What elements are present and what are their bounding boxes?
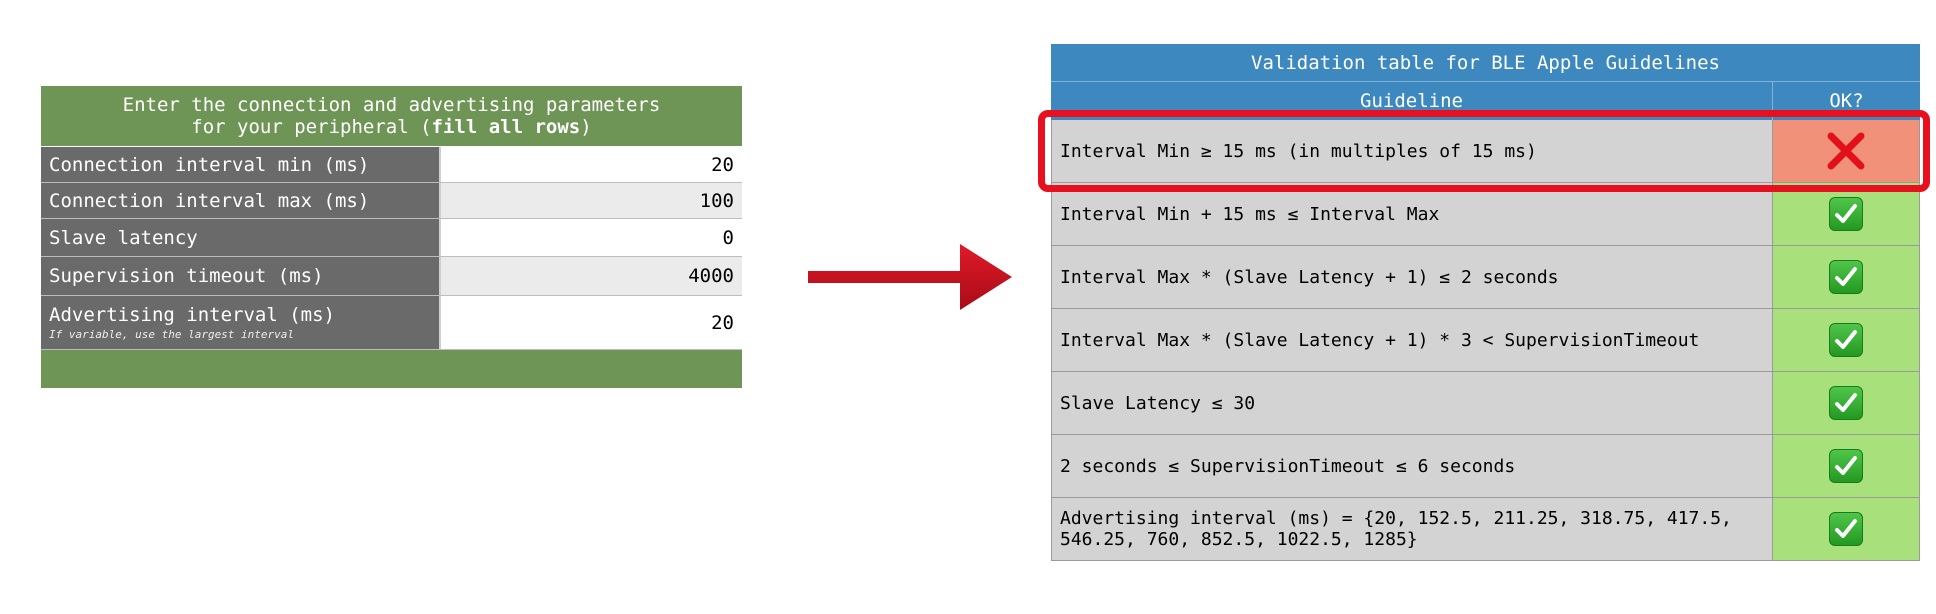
status-cell [1773, 246, 1920, 308]
validation-table-header: Guideline OK? [1051, 82, 1920, 120]
input-slave-latency[interactable]: 0 [441, 219, 742, 256]
input-header-line2-pre: for your peripheral ( [191, 116, 432, 138]
table-row: Interval Min + 15 ms ≤ Interval Max [1051, 183, 1920, 246]
input-header-line2: for your peripheral (fill all rows) [191, 116, 591, 138]
cross-icon [1827, 132, 1865, 170]
table-row: Interval Max * (Slave Latency + 1) ≤ 2 s… [1051, 246, 1920, 309]
input-header-line2-bold: fill all rows [431, 116, 581, 138]
row-connection-interval-max: Connection interval max (ms) 100 [41, 183, 742, 219]
check-icon [1829, 197, 1863, 231]
validation-table: Validation table for BLE Apple Guideline… [1051, 44, 1920, 561]
guideline-text: Advertising interval (ms) = {20, 152.5, … [1051, 498, 1773, 560]
status-cell [1773, 183, 1920, 245]
guideline-text: Interval Min ≥ 15 ms (in multiples of 15… [1051, 120, 1773, 182]
status-cell [1773, 120, 1920, 182]
guideline-text: 2 seconds ≤ SupervisionTimeout ≤ 6 secon… [1051, 435, 1773, 497]
check-icon [1829, 260, 1863, 294]
row-connection-interval-min: Connection interval min (ms) 20 [41, 147, 742, 183]
advertising-interval-hint: If variable, use the largest interval [49, 328, 295, 341]
arrow-right-icon [808, 244, 1012, 310]
guideline-text: Interval Min + 15 ms ≤ Interval Max [1051, 183, 1773, 245]
guideline-text: Interval Max * (Slave Latency + 1) * 3 <… [1051, 309, 1773, 371]
status-cell [1773, 498, 1920, 560]
input-table-footer [41, 350, 742, 388]
label-connection-interval-max: Connection interval max (ms) [41, 183, 441, 218]
label-connection-interval-min: Connection interval min (ms) [41, 147, 441, 182]
label-advertising-interval: Advertising interval (ms) If variable, u… [41, 296, 441, 349]
check-icon [1829, 512, 1863, 546]
validation-table-title: Validation table for BLE Apple Guideline… [1051, 44, 1920, 82]
check-icon [1829, 449, 1863, 483]
table-row: Interval Max * (Slave Latency + 1) * 3 <… [1051, 309, 1920, 372]
input-connection-interval-min[interactable]: 20 [441, 147, 742, 182]
table-row: Slave Latency ≤ 30 [1051, 372, 1920, 435]
label-supervision-timeout: Supervision timeout (ms) [41, 257, 441, 295]
advertising-interval-label: Advertising interval (ms) [49, 304, 335, 326]
column-header-ok: OK? [1829, 90, 1864, 112]
input-supervision-timeout[interactable]: 4000 [441, 257, 742, 295]
guideline-text: Slave Latency ≤ 30 [1051, 372, 1773, 434]
status-cell [1773, 435, 1920, 497]
label-slave-latency: Slave latency [41, 219, 441, 256]
row-slave-latency: Slave latency 0 [41, 219, 742, 257]
check-icon [1829, 323, 1863, 357]
status-cell [1773, 372, 1920, 434]
column-header-guideline: Guideline [1051, 82, 1773, 120]
row-advertising-interval: Advertising interval (ms) If variable, u… [41, 296, 742, 350]
input-header-line2-post: ) [580, 116, 592, 138]
row-supervision-timeout: Supervision timeout (ms) 4000 [41, 257, 742, 296]
input-table-header: Enter the connection and advertising par… [41, 86, 742, 147]
input-advertising-interval[interactable]: 20 [441, 296, 742, 349]
status-cell [1773, 309, 1920, 371]
check-icon [1829, 386, 1863, 420]
guideline-text: Interval Max * (Slave Latency + 1) ≤ 2 s… [1051, 246, 1773, 308]
input-connection-interval-max[interactable]: 100 [441, 183, 742, 218]
table-row: Advertising interval (ms) = {20, 152.5, … [1051, 498, 1920, 561]
table-row: 2 seconds ≤ SupervisionTimeout ≤ 6 secon… [1051, 435, 1920, 498]
input-parameters-table: Enter the connection and advertising par… [41, 86, 742, 388]
input-header-line1: Enter the connection and advertising par… [122, 94, 661, 116]
table-row: Interval Min ≥ 15 ms (in multiples of 15… [1051, 120, 1920, 183]
